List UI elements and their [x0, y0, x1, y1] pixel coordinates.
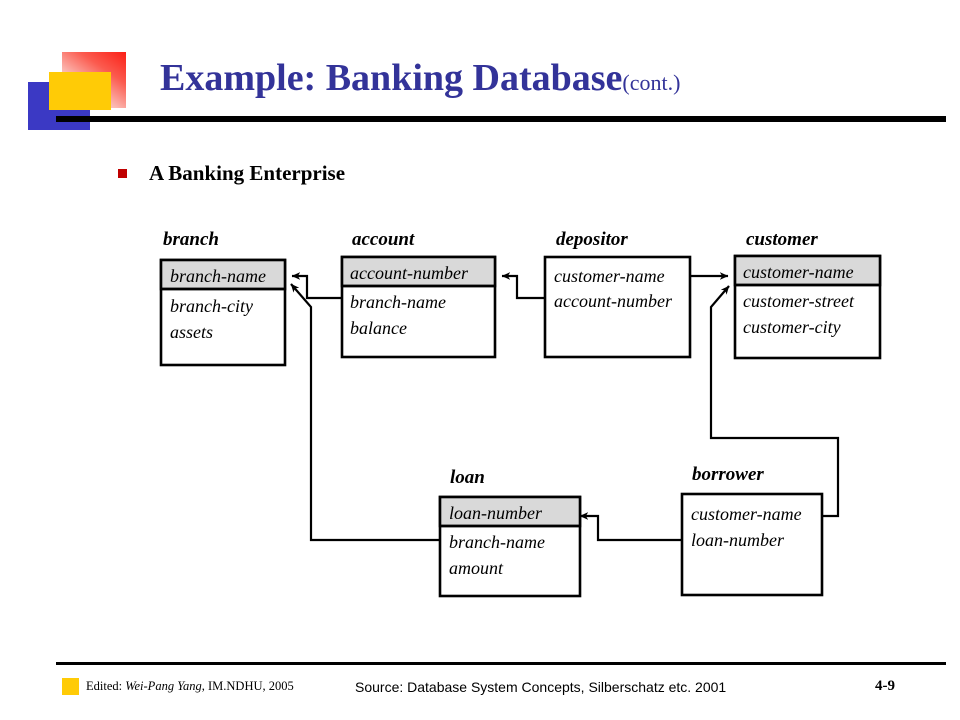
attr-loan-2: amount [449, 558, 504, 578]
pk-shade-customer [733, 254, 882, 287]
link-loan-branch [290, 283, 440, 542]
slide-footer: Edited: Wei-Pang Yang, IM.NDHU, 2005 Sou… [0, 676, 960, 708]
footer-source: Source: Database System Concepts, Silber… [355, 679, 727, 695]
pk-shade-branch [159, 258, 287, 291]
table-box-borrower [680, 492, 824, 597]
attr-customer-1: customer-street [743, 291, 855, 311]
attr-borrower-0: customer-name [691, 504, 802, 524]
footer-divider [56, 662, 946, 665]
table-box-depositor [543, 255, 692, 359]
link-account-branch [291, 272, 342, 300]
logo-yellow-rectangle [49, 72, 111, 110]
header-divider [56, 116, 946, 122]
relationship-connectors [290, 272, 840, 542]
table-caption-customer: customer [746, 229, 818, 250]
er-schema-diagram: branch branch-name branch-city assets ac… [0, 200, 960, 630]
bullet-row: A Banking Enterprise [118, 161, 345, 186]
footer-credit: Edited: Wei-Pang Yang, IM.NDHU, 2005 [62, 678, 294, 695]
attr-borrower-1: loan-number [691, 530, 785, 550]
table-caption-loan: loan [450, 467, 485, 488]
attr-branch-0: branch-name [170, 266, 266, 286]
attr-account-2: balance [350, 318, 407, 338]
footer-edited-prefix: Edited: [86, 679, 123, 693]
attr-branch-2: assets [170, 322, 213, 342]
pk-shade-account [340, 255, 497, 288]
attr-branch-1: branch-city [170, 296, 253, 316]
table-borrower[interactable]: borrower customer-name loan-number [680, 464, 824, 597]
footer-editor-name: Wei-Pang Yang [125, 679, 202, 693]
attr-customer-2: customer-city [743, 317, 841, 337]
footer-edited-suffix: , IM.NDHU, 2005 [201, 679, 294, 693]
page-title-cont: (cont.) [622, 70, 681, 95]
link-borrower-loan [579, 512, 682, 542]
table-customer[interactable]: customer customer-name customer-street c… [733, 229, 882, 360]
table-caption-borrower: borrower [692, 464, 764, 485]
pk-shade-loan [438, 495, 582, 528]
page-title-main: Example: Banking Database [160, 57, 623, 99]
slide-header: Example: Banking Database(cont.) [0, 0, 960, 135]
logo-mark [28, 52, 133, 130]
attr-depositor-0: customer-name [554, 266, 665, 286]
link-borrower-customer [709, 285, 840, 518]
page-number: 4-9 [875, 678, 895, 694]
table-loan[interactable]: loan loan-number branch-name amount [438, 467, 582, 598]
table-depositor[interactable]: depositor customer-name account-number [543, 229, 692, 359]
bullet-label: A Banking Enterprise [149, 161, 346, 185]
page-title: Example: Banking Database(cont.) [160, 56, 680, 100]
attr-loan-1: branch-name [449, 532, 545, 552]
attr-account-1: branch-name [350, 292, 446, 312]
table-caption-account: account [352, 229, 415, 250]
bullet-square-icon [118, 169, 127, 178]
table-account[interactable]: account account-number branch-name balan… [340, 229, 497, 359]
link-depositor-account [501, 272, 545, 300]
table-branch[interactable]: branch branch-name branch-city assets [159, 229, 287, 367]
attr-account-0: account-number [350, 263, 469, 283]
attr-loan-0: loan-number [449, 503, 543, 523]
attr-depositor-1: account-number [554, 291, 673, 311]
table-caption-branch: branch [163, 229, 219, 250]
table-caption-depositor: depositor [556, 229, 628, 250]
footer-square-icon [62, 678, 79, 695]
attr-customer-0: customer-name [743, 262, 854, 282]
